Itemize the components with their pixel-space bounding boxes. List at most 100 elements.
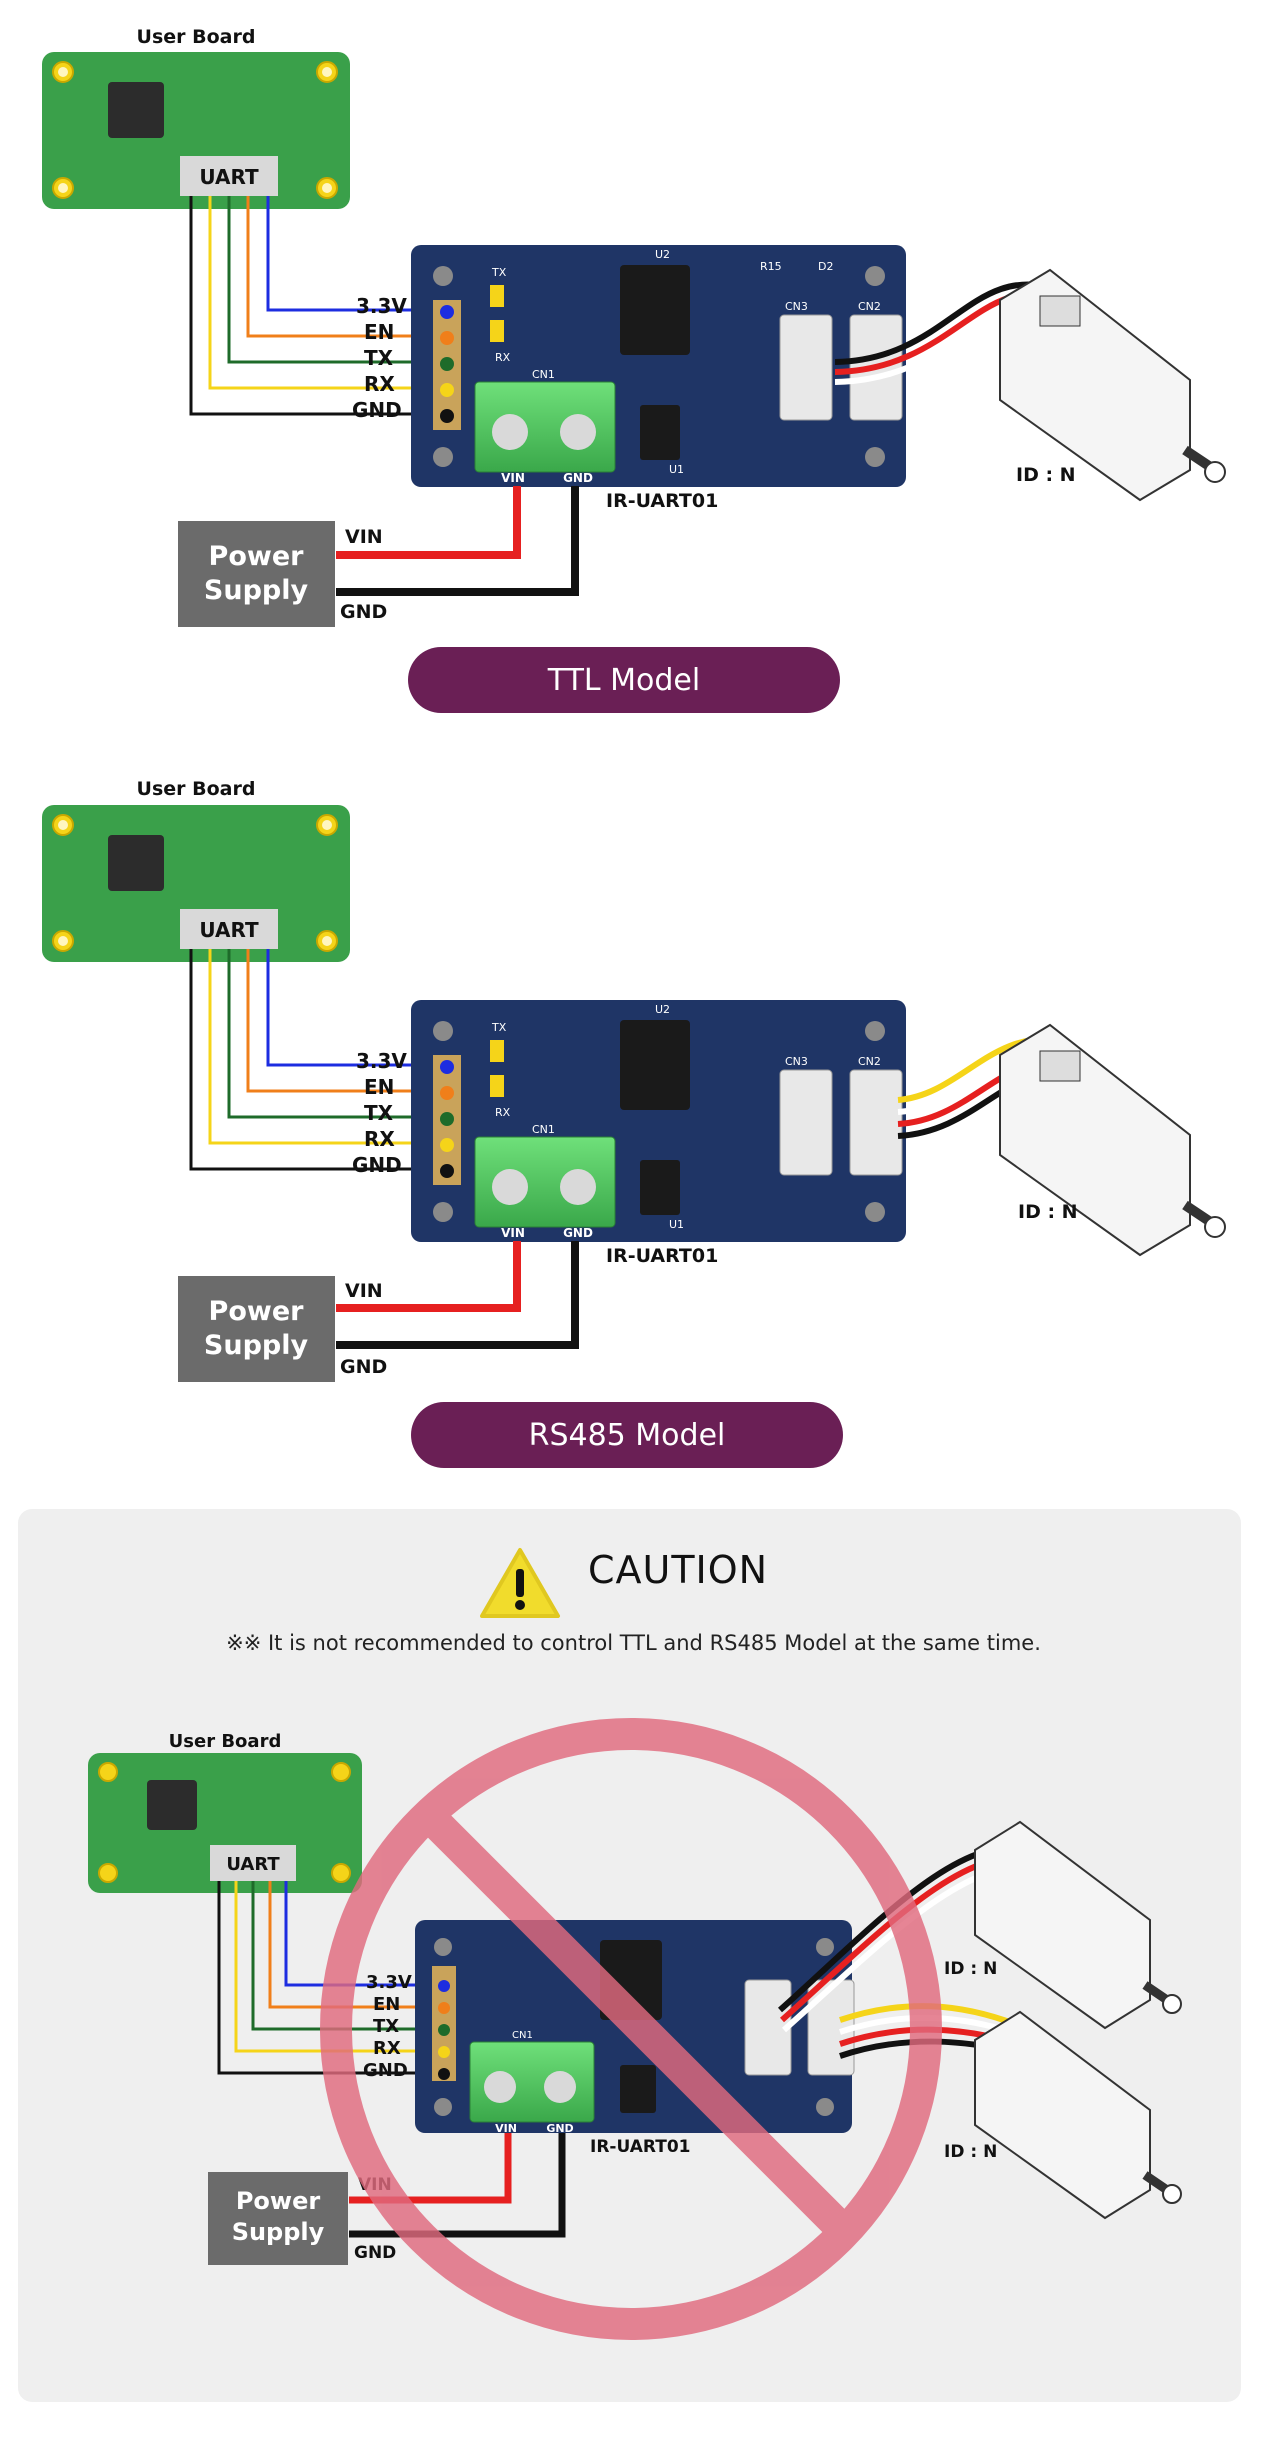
chip-icon: [108, 835, 164, 891]
terminal-vin-label: VIN: [501, 471, 525, 485]
chip-u1: [640, 405, 680, 460]
terminal-vin-label: VIN: [501, 1226, 525, 1240]
pin-label-3v3: 3.3V: [356, 294, 407, 318]
uart-pin-labels: 3.3V EN TX RX GND: [363, 1972, 412, 2081]
pin-label-rx: RX: [364, 372, 395, 396]
cn1-label: CN1: [512, 2030, 533, 2041]
vin-label: VIN: [345, 1280, 383, 1302]
svg-text:GND: GND: [546, 2122, 573, 2135]
svg-text:CN3: CN3: [785, 1055, 808, 1068]
user-board-label: User Board: [137, 778, 256, 800]
uart-wires: [189, 196, 450, 416]
board-name: IR-UART01: [606, 490, 718, 512]
svg-text:U2: U2: [655, 1003, 670, 1016]
actuator-id: ID : N: [1018, 1201, 1078, 1223]
warning-icon: [480, 1548, 560, 1618]
chip-u1: [640, 1160, 680, 1215]
pin-label-gnd: GND: [352, 1153, 402, 1177]
vin-label: VIN: [345, 526, 383, 548]
pin-label-3v3: 3.3V: [356, 1049, 407, 1073]
svg-text:U1: U1: [669, 1218, 684, 1231]
user-board: UART: [42, 52, 350, 209]
ttl-model-label: TTL Model: [408, 647, 840, 713]
pin-label-gnd: GND: [363, 2060, 408, 2081]
svg-text:Supply: Supply: [204, 1330, 309, 1361]
user-board: UART: [42, 805, 350, 962]
uart-label: UART: [226, 1854, 280, 1875]
ir-uart01-board: TX RX U2 U1 CN3 CN2 R15 D2 CN1 VIN GND: [411, 245, 906, 487]
board-name: IR-UART01: [606, 1245, 718, 1267]
svg-text:U2: U2: [655, 248, 670, 261]
terminal-gnd-label: GND: [563, 471, 593, 485]
svg-text:Power: Power: [209, 1296, 305, 1327]
prohibition-icon: [320, 1718, 942, 2340]
caution-note: ※※ It is not recommended to control TTL …: [226, 1631, 1041, 1655]
svg-text:VIN: VIN: [495, 2122, 517, 2135]
svg-text:R15: R15: [760, 260, 782, 273]
uart-wires: [189, 949, 450, 1171]
svg-text:CN3: CN3: [785, 300, 808, 313]
pin-label-tx: TX: [364, 1101, 394, 1125]
board-name: IR-UART01: [590, 2137, 691, 2157]
user-board-label: User Board: [169, 1731, 282, 1752]
power-supply: Power Supply: [178, 521, 335, 627]
svg-text:RX: RX: [495, 351, 511, 364]
rs485-section: User Board UART 3.3V EN TX RX GND: [42, 778, 1226, 1382]
svg-text:Supply: Supply: [204, 575, 309, 606]
terminal-gnd-label: GND: [563, 1226, 593, 1240]
svg-text:CN2: CN2: [858, 300, 881, 313]
svg-text:TX: TX: [491, 1021, 507, 1034]
chip-u2: [620, 265, 690, 355]
power-supply: Power Supply: [208, 2172, 348, 2265]
svg-text:Power: Power: [236, 2187, 321, 2215]
uart-pin-labels: 3.3V EN TX RX GND: [352, 1049, 407, 1177]
linear-actuator: [999, 1023, 1226, 1257]
chip-u1: [620, 2065, 656, 2113]
pin-label-rx: RX: [373, 2038, 401, 2059]
cn1-label: CN1: [532, 368, 555, 381]
actuator-id-2: ID : N: [944, 2142, 997, 2162]
pin-label-tx: TX: [373, 2016, 399, 2037]
svg-text:RX: RX: [495, 1106, 511, 1119]
gnd-label: GND: [340, 1356, 387, 1378]
rs485-model-label: RS485 Model: [411, 1402, 843, 1468]
power-wires: [336, 1241, 579, 1349]
cn1-label: CN1: [532, 1123, 555, 1136]
actuator-id-1: ID : N: [944, 1959, 997, 1979]
gnd-label: GND: [354, 2243, 396, 2263]
chip-u2: [620, 1020, 690, 1110]
svg-text:Supply: Supply: [232, 2218, 325, 2246]
linear-actuator-1: [974, 1820, 1182, 2030]
linear-actuator-2: [974, 2010, 1182, 2220]
pin-label-en: EN: [373, 1994, 400, 2015]
gnd-label: GND: [340, 601, 387, 623]
user-board-label: User Board: [137, 26, 256, 48]
svg-text:CN2: CN2: [858, 1055, 881, 1068]
svg-text:Power: Power: [209, 541, 305, 572]
uart-wires: [217, 1881, 448, 2075]
uart-label: UART: [199, 165, 259, 189]
power-wires: [336, 486, 579, 596]
chip-icon: [108, 82, 164, 138]
pin-label-gnd: GND: [352, 398, 402, 422]
pin-label-rx: RX: [364, 1127, 395, 1151]
pin-label-3v3: 3.3V: [366, 1972, 412, 1993]
pin-label-en: EN: [364, 1075, 394, 1099]
uart-label: UART: [199, 918, 259, 942]
actuator-id: ID : N: [1016, 464, 1076, 486]
user-board: UART: [88, 1753, 362, 1893]
power-supply: Power Supply: [178, 1276, 335, 1382]
chip-icon: [147, 1780, 197, 1830]
pin-label-en: EN: [364, 320, 394, 344]
svg-text:TX: TX: [491, 266, 507, 279]
svg-text:D2: D2: [818, 260, 833, 273]
caution-title: CAUTION: [588, 1548, 769, 1592]
pin-label-tx: TX: [364, 346, 394, 370]
ir-uart01-board: TX RX U2 U1 CN3 CN2 CN1 VIN GND: [411, 1000, 906, 1242]
uart-pin-labels: 3.3V EN TX RX GND: [352, 294, 407, 422]
svg-text:U1: U1: [669, 463, 684, 476]
ttl-section: User Board UART 3.3V EN TX RX GND: [42, 26, 1226, 627]
linear-actuator: [999, 268, 1226, 502]
